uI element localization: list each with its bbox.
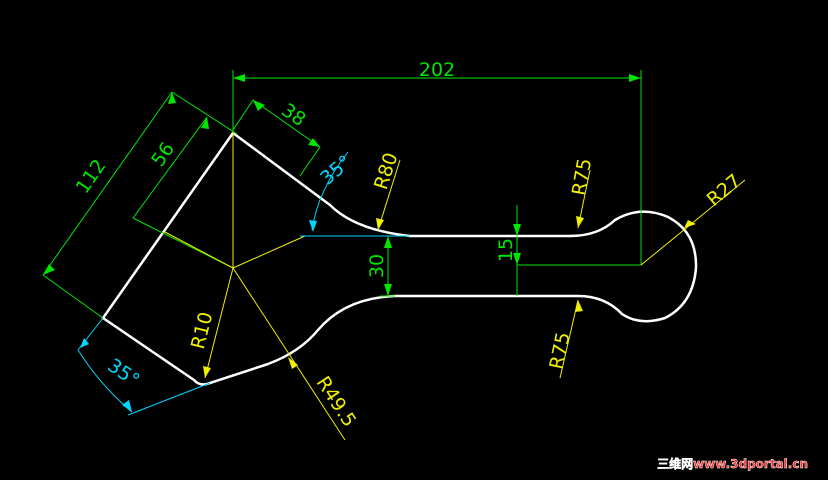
radius-r10-label: R10 — [187, 310, 217, 352]
radius-r75-top-label: R75 — [568, 157, 596, 198]
part-outline — [101, 131, 698, 386]
outline-r49-5-arc — [208, 294, 580, 385]
dim-15-label: 15 — [495, 238, 517, 262]
outline-r75-bottom-arc — [576, 294, 624, 316]
cyan-arrowheads — [80, 220, 317, 412]
dim-202-label: 202 — [419, 59, 455, 81]
green-dimension-lines — [42, 70, 642, 319]
outline-r27-circle-arc — [613, 210, 698, 323]
outline-left-edge — [101, 131, 235, 320]
radius-r80-label: R80 — [370, 150, 402, 192]
yellow-arrowheads — [203, 216, 696, 378]
watermark-text: 三维网www.3dportal.cn — [657, 456, 808, 471]
radius-r75-bottom-label: R75 — [545, 330, 574, 371]
green-arrowheads — [43, 74, 641, 296]
outline-r80-arc — [231, 131, 412, 238]
dim-56-label: 56 — [147, 138, 179, 170]
dim-30-label: 30 — [366, 254, 388, 278]
radius-r49-5-label: R49.5 — [312, 372, 361, 431]
dim-112-label: 112 — [72, 155, 111, 197]
yellow-leader-lines — [164, 133, 746, 441]
dim-38-label: 38 — [277, 99, 309, 131]
outline-r75-top-arc — [568, 218, 617, 238]
radius-r27-label: R27 — [703, 170, 746, 211]
angle-bottom-label: 35° — [103, 354, 143, 391]
angle-top-label: 35° — [316, 151, 356, 190]
